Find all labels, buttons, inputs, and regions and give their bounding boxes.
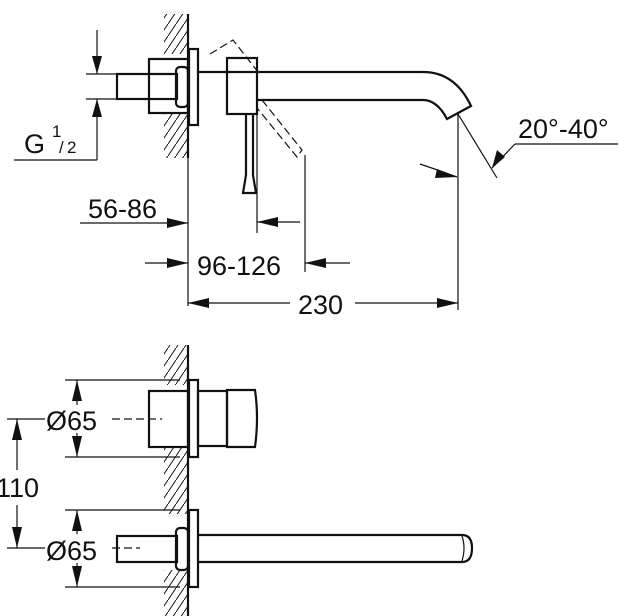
side-view: G 1 / 2 56-86 96-126 bbox=[14, 14, 618, 320]
center-distance-dimension: 110 bbox=[0, 419, 39, 548]
wall-depth-label: 56-86 bbox=[88, 194, 157, 224]
upper-diameter-label: Ø65 bbox=[46, 406, 97, 436]
lever-handle bbox=[209, 39, 303, 195]
spout bbox=[198, 70, 473, 121]
lever-offset-dimension: 96-126 bbox=[145, 115, 350, 281]
lever-offset-label: 96-126 bbox=[197, 251, 281, 281]
fraction-slash: / bbox=[59, 138, 64, 157]
wall-section bbox=[164, 14, 190, 158]
lower-diameter-label: Ø65 bbox=[46, 536, 97, 566]
thread-fraction-num: 1 bbox=[52, 122, 61, 141]
upper-diameter-dimension: Ø65 bbox=[7, 379, 180, 458]
thread-dimension: G 1 / 2 bbox=[14, 30, 150, 161]
upper-mixer-body bbox=[147, 378, 259, 459]
spout-angle-label: 20°-40° bbox=[518, 114, 609, 144]
thread-label: G bbox=[24, 129, 45, 159]
wall-depth-dimension: 56-86 bbox=[80, 158, 189, 306]
lower-diameter-dimension: Ø65 bbox=[7, 509, 180, 588]
thread-fraction-den: 2 bbox=[67, 138, 76, 157]
spout-projection-label: 230 bbox=[298, 290, 343, 320]
front-view: Ø65 110 Ø65 bbox=[0, 345, 474, 616]
concealed-body bbox=[115, 47, 200, 127]
center-distance-label: 110 bbox=[0, 473, 39, 503]
wall-section-front bbox=[164, 345, 190, 616]
spout-projection-dimension: 230 bbox=[188, 112, 459, 320]
spout-angle-dimension: 20°-40° bbox=[419, 113, 618, 179]
lower-spout-body bbox=[115, 508, 474, 589]
